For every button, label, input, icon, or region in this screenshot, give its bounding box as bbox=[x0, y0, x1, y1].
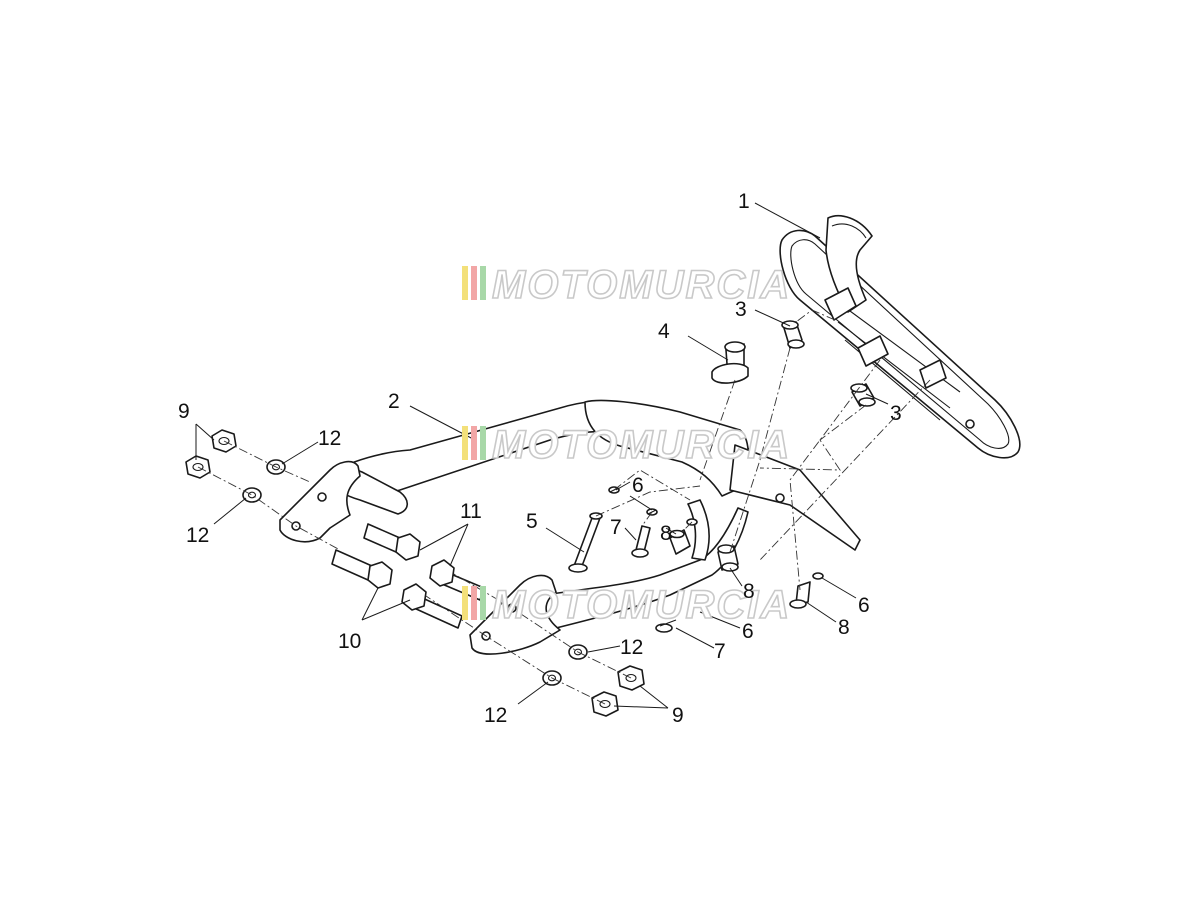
watermark-stripe-2 bbox=[471, 426, 477, 460]
watermark-stripe-3 bbox=[480, 266, 486, 300]
callout-9-upper: 9 bbox=[178, 400, 190, 423]
callout-11: 11 bbox=[460, 500, 482, 523]
watermark-text: MOTOMURCIA bbox=[492, 423, 791, 467]
part-washer-2 bbox=[242, 487, 262, 503]
callout-2: 2 bbox=[388, 390, 400, 413]
watermark-stripe-1 bbox=[462, 266, 468, 300]
part-bolt-upper-short bbox=[331, 549, 393, 589]
watermark-stripe-1 bbox=[462, 586, 468, 620]
watermark-stripe-2 bbox=[471, 586, 477, 620]
watermark-logo-top: MOTOMURCIA bbox=[462, 262, 791, 308]
watermark-stripe-1 bbox=[462, 426, 468, 460]
part-bush-lower bbox=[850, 383, 876, 407]
watermark-text: MOTOMURCIA bbox=[492, 263, 791, 307]
watermark-stripe-3 bbox=[480, 586, 486, 620]
watermark-stripe-2 bbox=[471, 266, 477, 300]
part-bracket bbox=[279, 399, 861, 655]
watermark-text: MOTOMURCIA bbox=[492, 583, 791, 627]
callout-8-upper: 8 bbox=[660, 522, 672, 545]
part-bush-small-b bbox=[717, 544, 739, 572]
assembly-lines bbox=[197, 309, 931, 705]
callout-12-upper-right: 12 bbox=[318, 427, 341, 450]
callout-6-right: 6 bbox=[858, 594, 870, 617]
callout-7-lower: 7 bbox=[714, 640, 726, 663]
part-bush-small-a bbox=[669, 529, 691, 555]
part-bolt-lower-short bbox=[401, 583, 463, 629]
callout-6-upper: 6 bbox=[632, 474, 644, 497]
leader-lines bbox=[195, 202, 889, 709]
callout-1: 1 bbox=[738, 190, 750, 213]
callout-8-right: 8 bbox=[838, 616, 850, 639]
callout-5: 5 bbox=[526, 510, 538, 533]
part-bush-upper bbox=[781, 320, 805, 349]
callout-7-upper: 7 bbox=[610, 516, 622, 539]
part-short-pin-b bbox=[655, 619, 677, 633]
part-long-pin bbox=[568, 512, 603, 573]
watermark-logo-bottom: MOTOMURCIA bbox=[462, 582, 791, 628]
part-clip-c bbox=[812, 572, 824, 580]
callout-12-lower-left: 12 bbox=[484, 704, 507, 727]
watermark-stripe-3 bbox=[480, 426, 486, 460]
callout-9-lower: 9 bbox=[672, 704, 684, 727]
part-plate-holder bbox=[779, 214, 1021, 459]
callout-12-lower-right: 12 bbox=[620, 636, 643, 659]
watermark-logo-middle: MOTOMURCIA bbox=[462, 422, 791, 468]
part-bolt-upper-long bbox=[363, 523, 421, 561]
callout-12-upper-left: 12 bbox=[186, 524, 209, 547]
callout-labels: 1 2 3 3 4 5 6 6 6 7 7 8 8 8 9 9 10 11 12… bbox=[178, 190, 902, 727]
callout-6-lower: 6 bbox=[742, 620, 754, 643]
callout-10: 10 bbox=[338, 630, 361, 653]
callout-3-upper: 3 bbox=[735, 298, 747, 321]
callout-8-middle: 8 bbox=[743, 580, 755, 603]
callout-4: 4 bbox=[658, 320, 670, 343]
part-spacer bbox=[711, 341, 749, 384]
part-short-pin-a bbox=[631, 525, 651, 558]
callout-3-lower: 3 bbox=[890, 402, 902, 425]
